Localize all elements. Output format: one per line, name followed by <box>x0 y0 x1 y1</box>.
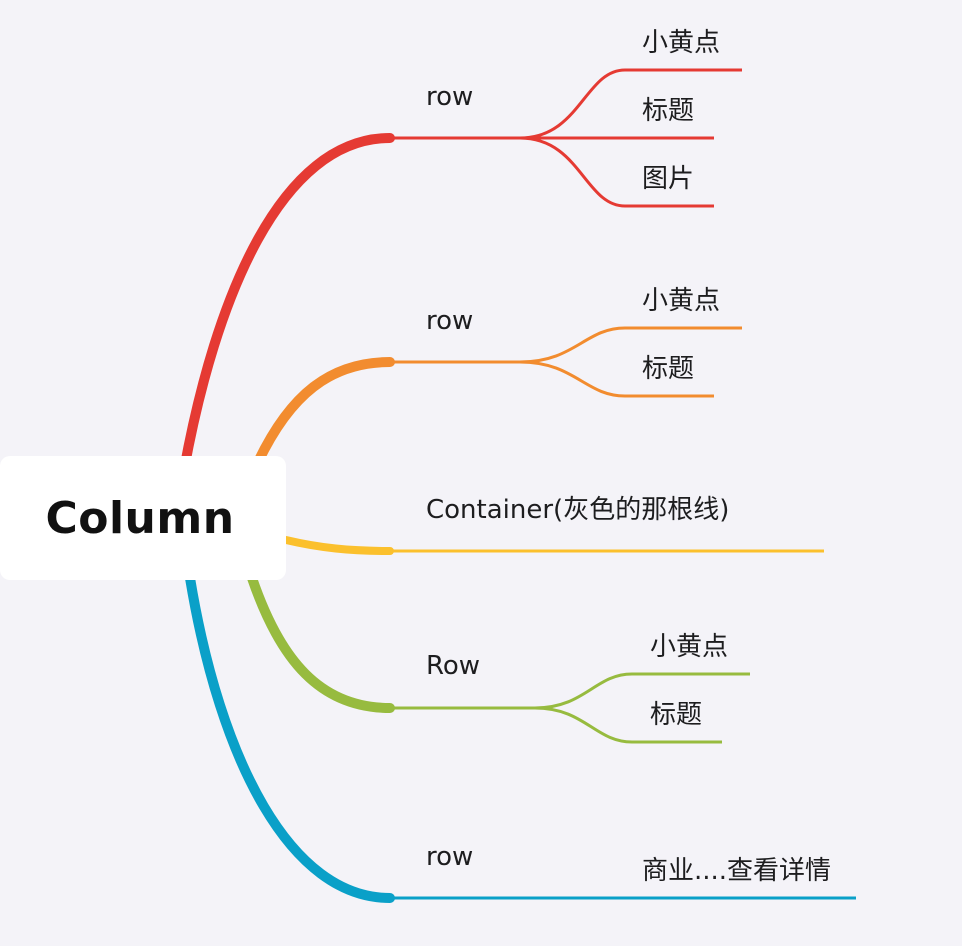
child-label[interactable]: 商业....查看详情 <box>642 856 832 886</box>
branch-connector-row-2 <box>253 326 742 467</box>
trunk-line <box>253 357 395 467</box>
child-label[interactable]: 标题 <box>642 96 695 126</box>
root-node[interactable]: Column <box>0 456 286 580</box>
branch-label[interactable]: row <box>426 82 474 112</box>
branch-label[interactable]: row <box>426 306 474 336</box>
child-label[interactable]: 小黄点 <box>642 28 721 58</box>
branch-label[interactable]: row <box>426 842 474 872</box>
trunk-line <box>179 133 395 475</box>
root-label: Column <box>45 492 235 544</box>
child-line-2 <box>534 706 722 744</box>
trunk-line <box>185 573 395 903</box>
branch-connector-row-5 <box>185 573 856 903</box>
trunk-line <box>282 536 394 555</box>
child-label[interactable]: 标题 <box>642 354 695 384</box>
branch-label[interactable]: Row <box>426 651 481 681</box>
child-label[interactable]: 小黄点 <box>642 286 721 316</box>
child-line-3 <box>519 136 714 208</box>
branch-connector-row-1 <box>179 68 742 475</box>
child-line-1 <box>519 68 742 140</box>
child-line-1 <box>534 672 750 710</box>
child-line-1 <box>519 326 742 364</box>
child-label[interactable]: 图片 <box>642 164 695 194</box>
branch-connector-container <box>282 536 824 555</box>
child-label[interactable]: 小黄点 <box>650 632 729 662</box>
branch-connector-row-4 <box>247 573 750 744</box>
child-line-2 <box>519 360 714 398</box>
child-label[interactable]: 标题 <box>650 700 703 730</box>
branch-label[interactable]: Container(灰色的那根线) <box>426 495 730 525</box>
trunk-line <box>247 573 395 713</box>
